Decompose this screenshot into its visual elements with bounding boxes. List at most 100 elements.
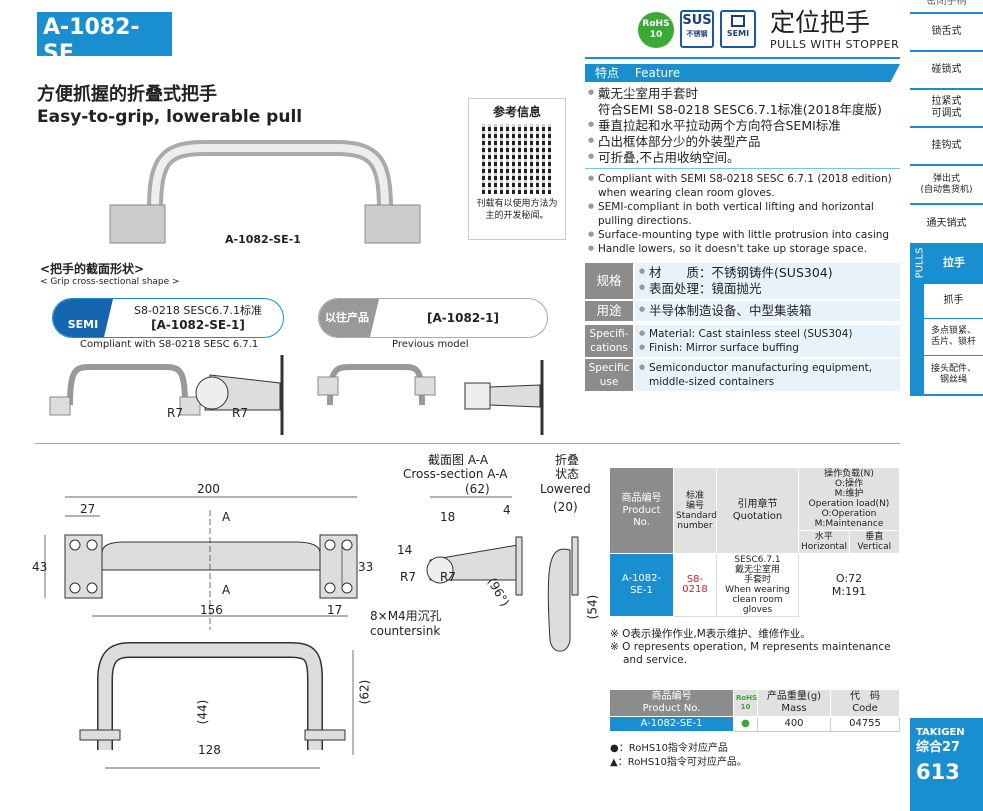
spec-label: Specifi- cations — [585, 325, 633, 357]
header-product: 商品编号 Product No. — [609, 689, 734, 717]
note: ※ O represents operation, M represents m… — [610, 641, 891, 666]
header-product: 商品编号 Product No. — [609, 467, 674, 554]
cross-section-title-cn: 截面图 A-A — [428, 453, 489, 467]
sidebar-item[interactable]: 拉紧式 可调式 — [910, 90, 983, 128]
cell-standard: S8-0218 — [673, 553, 717, 617]
dim-62: (62) — [465, 482, 490, 496]
reference-note: 刊载有以使用方法为主的开发秘闻。 — [476, 199, 558, 221]
feature-item: Compliant with SEMI S8-0218 SESC 6.7.1 (… — [588, 172, 908, 200]
legend: ●：RoHS10指令对应产品 ▲：RoHS10指令可对应产品。 — [610, 742, 747, 770]
sidebar-item[interactable]: 锁舌式 — [910, 14, 983, 52]
hole-note-en: countersink — [370, 624, 441, 638]
sidebar-item[interactable]: 通天销式 — [926, 218, 967, 229]
dim-17: 17 — [327, 603, 343, 617]
dim-43: 43 — [32, 560, 48, 574]
lowered-title: 状态 — [555, 467, 580, 481]
sidebar-subitem[interactable]: 接头配件、 钢丝绳 — [924, 356, 983, 394]
sidebar-item[interactable]: 弹出式 (自动售货机) — [910, 166, 983, 205]
radius-label: R7 — [440, 570, 456, 584]
spec-item: 材 质：不锈钢铸件(SUS304) — [639, 265, 896, 281]
page-number: 613 — [916, 760, 960, 784]
legend-item: ▲：RoHS10指令可对应产品。 — [610, 757, 747, 768]
previous-label: 以往产品 — [319, 299, 379, 337]
product-photo — [109, 140, 421, 244]
semi-badge: SEMI — [720, 10, 756, 48]
spec-item: Material: Cast stainless steel (SUS304) — [639, 327, 896, 341]
divider — [585, 57, 900, 59]
spec-item: 表面处理：镜面抛光 — [639, 281, 896, 297]
dim-33: 33 — [358, 560, 374, 574]
grip-title-en: < Grip cross-sectional shape > — [40, 277, 180, 287]
sidebar-subitem[interactable]: 抓手 — [924, 284, 983, 318]
sidebar-item[interactable]: 挂钩式 — [910, 128, 983, 166]
feature-item: Surface-mounting type with little protru… — [588, 228, 908, 242]
feature-item: 凸出框体部分少的外装型产品 — [588, 134, 903, 150]
dim-128: 128 — [198, 743, 221, 757]
reference-title: 参考信息 — [492, 105, 541, 119]
cell-mass: 400 — [757, 716, 831, 732]
header-code: 代 码 Code — [830, 689, 900, 717]
divider — [35, 443, 900, 444]
reference-box: 参考信息 刊载有以使用方法为主的开发秘闻。 — [468, 98, 566, 240]
feature-item: 垂直拉起和水平拉动两个方向符合SEMI标准 — [588, 118, 903, 134]
semi-caption: Compliant with S8-0218 SESC 6.7.1 — [80, 339, 259, 350]
feature-label-cn: 特点 — [595, 66, 620, 80]
feature-item: SEMI-compliant in both vertical lifting … — [588, 200, 908, 228]
feature-label-en: Feature — [634, 66, 681, 80]
dim-18: 18 — [440, 510, 456, 524]
divider — [585, 168, 900, 169]
qr-code[interactable] — [482, 124, 552, 194]
brand: TAKIGEN — [916, 727, 965, 738]
section-mark: A — [222, 583, 231, 597]
feature-item: 可折叠,不占用收纳空间。 — [588, 150, 903, 166]
spec-item: Finish: Mirror surface buffing — [639, 341, 896, 355]
legend-item: ●：RoHS10指令对应产品 — [610, 743, 728, 754]
dim-20: (20) — [553, 500, 578, 514]
dim-44: (44) — [195, 699, 210, 725]
dim-27: 27 — [80, 502, 96, 516]
sidebar-item-active[interactable]: 拉手 — [943, 256, 965, 270]
use-label: 用途 — [585, 301, 633, 321]
header-horizontal: 水平 Horizontal — [798, 530, 850, 554]
sidebar-item[interactable]: 碰锁式 — [910, 52, 983, 90]
page-footer-box: TAKIGEN 综合27 613 — [910, 718, 983, 811]
hole-note-cn: 8×M4用沉孔 — [370, 609, 442, 623]
catalog-name: 综合27 — [916, 740, 961, 755]
note: ※ O表示操作作业,M表示维护、维修作业。 — [610, 628, 811, 640]
photo-label: A-1082-SE-1 — [225, 233, 301, 246]
category-title-en: PULLS WITH STOPPER — [770, 38, 900, 51]
sidebar-item[interactable]: 密闭手柄 — [910, 0, 983, 14]
feature-list-en: Compliant with SEMI S8-0218 SESC 6.7.1 (… — [588, 172, 908, 256]
title-en: Easy-to-grip, lowerable pull — [37, 107, 303, 127]
radius-label: R7 — [232, 406, 248, 420]
feature-bar: 特点 Feature — [585, 64, 900, 82]
header-standard: 标准 编号 Standard number — [673, 467, 717, 554]
cell-quotation: SESC6.7.1 戴无尘室用 手套时 When wearing clean r… — [716, 553, 799, 617]
header-load: 操作负载(N) O:操作 M:维护 Operation load(N) O:Op… — [798, 467, 900, 531]
feature-item: Handle lowers, so it doesn't take up sto… — [588, 242, 908, 256]
cell-code: 04755 — [830, 716, 900, 732]
previous-model: [A-1082-1] — [427, 311, 499, 325]
cell-product: A-1082-SE-1 — [609, 716, 734, 732]
sidebar-subitem[interactable]: 多点锁紧、 舌片、锁杆 — [924, 319, 983, 355]
feature-list-cn: 戴无尘室用手套时 符合SEMI S8-0218 SESC6.7.1标准(2018… — [588, 86, 903, 166]
lowered-title: 折叠 — [555, 453, 580, 467]
product-code-badge: A-1082-SE 不锈钢制 — [37, 12, 172, 77]
dim-54: (54) — [585, 594, 600, 620]
notes: ※ O表示操作作业,M表示维护、维修作业。 ※ O represents ope… — [610, 628, 900, 667]
semi-logo: SEMI — [53, 299, 113, 337]
radius-label: R7 — [167, 406, 183, 420]
previous-model-pill: 以往产品 [A-1082-1] — [318, 298, 548, 338]
grip-section-drawings — [49, 355, 544, 435]
use-item: 半导体制造设备、中型集装箱 — [639, 303, 896, 319]
semi-standard: S8-0218 SESC6.7.1标准 — [133, 303, 263, 317]
specs-cn: 规格材 质：不锈钢铸件(SUS304)表面处理：镜面抛光 用途半导体制造设备、中… — [585, 263, 900, 323]
cell-load: O:72 M:191 — [798, 553, 900, 617]
header-quotation: 引用章节 Quotation — [716, 467, 799, 554]
section-mark: A — [222, 510, 231, 524]
